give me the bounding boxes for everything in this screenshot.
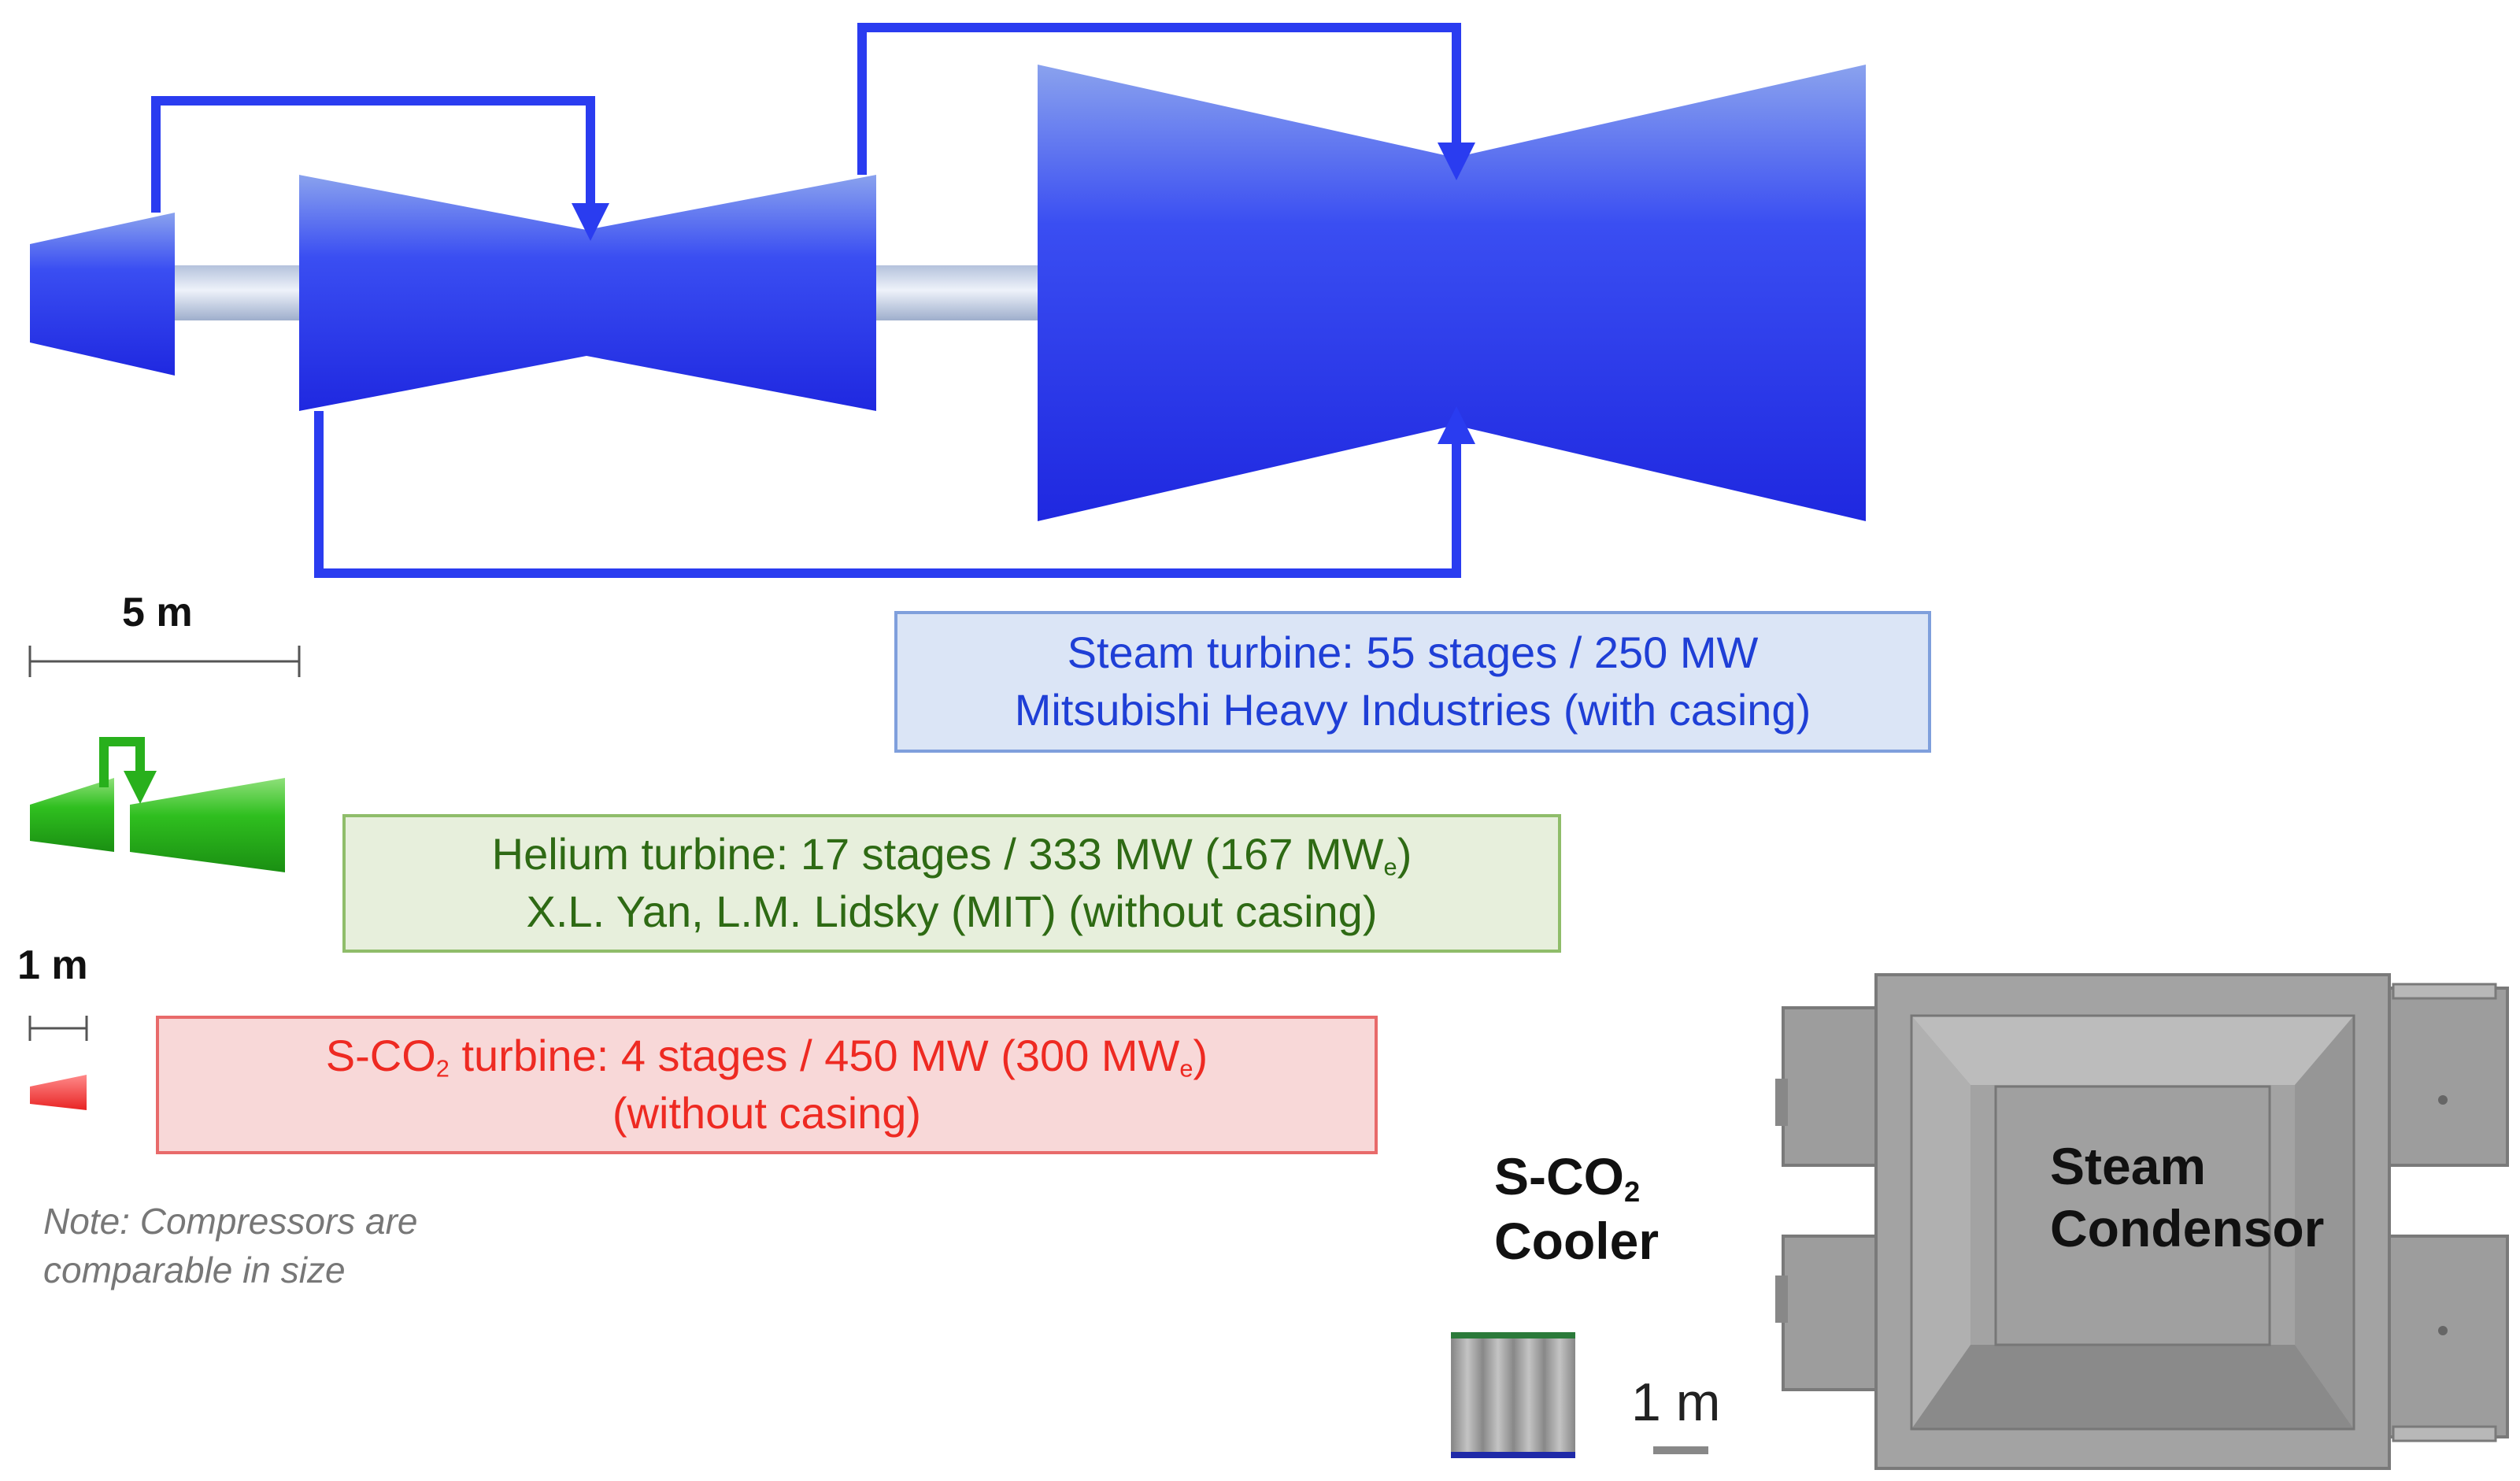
- cooler-module: [1545, 1337, 1574, 1452]
- low-pressure-stage-left: [1038, 65, 1455, 521]
- scale-bar-1m-left: [28, 1016, 88, 1041]
- sco2-turbine-label-box: S-CO2 turbine: 4 stages / 450 MW (300 MW…: [156, 1016, 1378, 1154]
- compressor-note: Note: Compressors are comparable in size: [43, 1201, 418, 1291]
- cooler-module: [1453, 1337, 1482, 1452]
- sco2-turbine-spec: S-CO2 turbine: 4 stages / 450 MW (300 MW…: [325, 1031, 1208, 1083]
- sco2-cooler: [1451, 1332, 1575, 1458]
- shaft-middle: [874, 265, 1039, 320]
- scale-bar-5m: [28, 646, 301, 677]
- helium-turbine-spec: Helium turbine: 17 stages / 333 MW (167 …: [491, 829, 1412, 881]
- scale-5m-label: 5 m: [122, 590, 193, 635]
- helium-turbine-label-box: Helium turbine: 17 stages / 333 MW (167 …: [342, 814, 1561, 953]
- intermediate-pressure-stage-right: [587, 175, 876, 411]
- helium-turbine: [30, 737, 285, 872]
- sco2-cooler-label: S-CO2 Cooler: [1494, 1147, 1660, 1271]
- low-pressure-stage-right: [1455, 65, 1866, 521]
- shaft-left: [173, 265, 303, 320]
- helium-compressor-section: [30, 778, 114, 852]
- sco2-turbine-casing-note: (without casing): [612, 1088, 922, 1138]
- steam-condensor: [1775, 973, 2509, 1470]
- steam-turbine-source: Mitsubishi Heavy Industries (with casing…: [1014, 685, 1811, 735]
- scale-1m-right-label: 1 m: [1631, 1372, 1721, 1432]
- intermediate-pressure-stage-left: [299, 175, 587, 411]
- steam-pipe-ip-to-lp-bottom: [314, 406, 1475, 578]
- steam-pipe-ip-to-lp: [857, 23, 1475, 180]
- helium-turbine-section: [130, 778, 285, 872]
- high-pressure-stage: [30, 213, 175, 376]
- condensor-inner-panel: [1994, 1085, 2271, 1346]
- steam-turbine-spec: Steam turbine: 55 stages / 250 MW: [1067, 628, 1759, 678]
- helium-turbine-source: X.L. Yan, L.M. Lidsky (MIT) (without cas…: [526, 887, 1378, 936]
- steam-turbine-train: [30, 23, 1866, 578]
- scale-1m-left-label: 1 m: [17, 942, 88, 988]
- steam-pipe-hp-to-ip: [151, 96, 609, 241]
- helium-crossover-pipe: [99, 737, 157, 804]
- cooler-module: [1515, 1337, 1543, 1452]
- cooler-module: [1484, 1337, 1512, 1452]
- steam-condensor-label: Steam Condensor: [2050, 1137, 2325, 1258]
- steam-turbine-label-box: Steam turbine: 55 stages / 250 MW Mitsub…: [894, 611, 1931, 753]
- sco2-turbine: [30, 1075, 87, 1110]
